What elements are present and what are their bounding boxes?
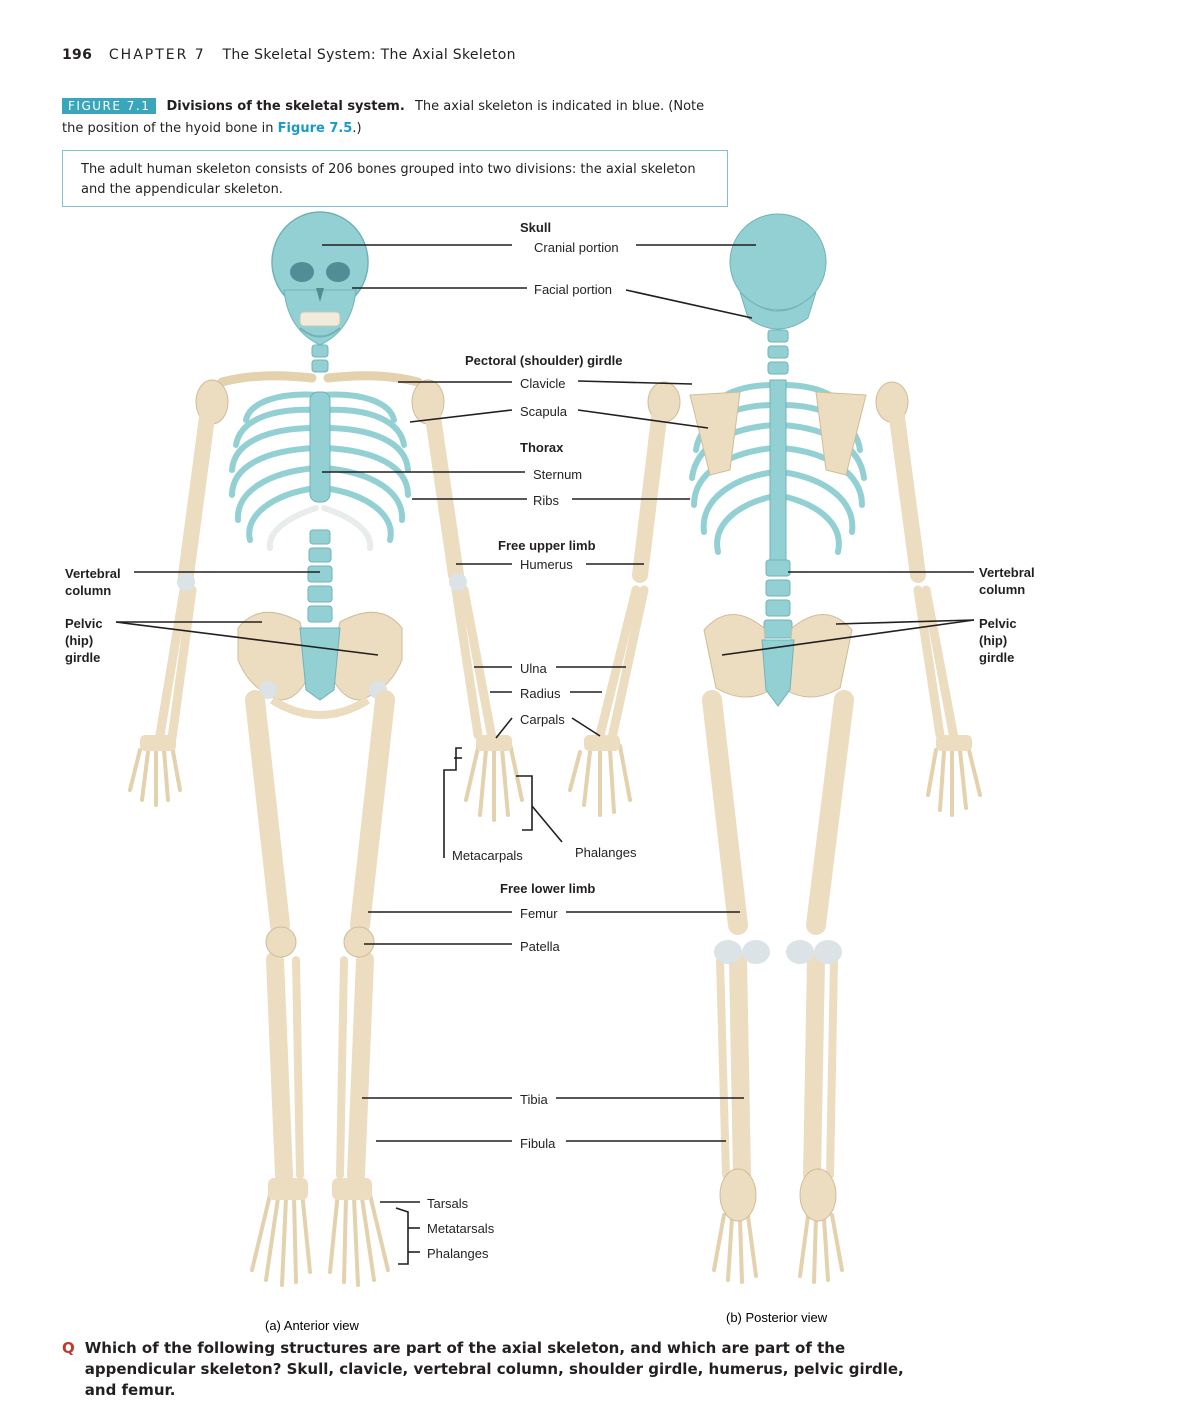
label-free-upper-limb: Free upper limb <box>498 538 596 553</box>
posterior-skull <box>729 213 827 311</box>
posterior-arms <box>595 402 959 743</box>
anterior-vertebral-column <box>307 344 333 623</box>
running-head: 196 CHAPTER 7 The Skeletal System: The A… <box>62 47 516 63</box>
summary-text: The adult human skeleton consists of 206… <box>81 162 696 197</box>
label-patella: Patella <box>520 939 561 954</box>
review-question: Q Which of the following structures are p… <box>62 1338 922 1401</box>
label-femur: Femur <box>520 906 558 921</box>
label-vertebral-left-2: column <box>65 583 111 598</box>
label-clavicle: Clavicle <box>520 376 566 391</box>
figure-caption: FIGURE 7.1 Divisions of the skeletal sys… <box>62 95 722 140</box>
label-thorax: Thorax <box>520 440 564 455</box>
label-vertebral-right-1: Vertebral <box>979 565 1035 580</box>
label-scapula: Scapula <box>520 404 568 419</box>
figure-title: Divisions of the skeletal system. <box>166 99 405 114</box>
label-pelvic-right-2: (hip) <box>979 633 1007 648</box>
posterior-vertebral-column <box>763 329 793 639</box>
label-sternum: Sternum <box>533 467 582 482</box>
figure-caption-text: The axial skeleton is indicated in blue.… <box>62 99 705 136</box>
figure-tag: FIGURE 7.1 <box>62 98 157 114</box>
label-tibia: Tibia <box>520 1092 548 1107</box>
label-pectoral-girdle: Pectoral (shoulder) girdle <box>465 353 622 368</box>
chapter-title: The Skeletal System: The Axial Skeleton <box>222 47 516 63</box>
label-fibula: Fibula <box>520 1136 556 1151</box>
anterior-clavicle-left <box>217 371 317 387</box>
anterior-hands <box>128 742 524 822</box>
question-marker: Q <box>62 1339 75 1357</box>
label-metatarsals: Metatarsals <box>427 1221 495 1236</box>
label-carpals: Carpals <box>520 712 565 727</box>
label-humerus: Humerus <box>520 557 573 572</box>
posterior-scapula-right <box>815 391 867 476</box>
label-phalanges-hand: Phalanges <box>575 845 637 860</box>
label-pelvic-left-1: Pelvic <box>65 616 103 631</box>
label-phalanges-foot: Phalanges <box>427 1246 489 1261</box>
leader-lines <box>115 244 975 1265</box>
posterior-scapula-left <box>689 391 741 476</box>
anterior-skull <box>271 211 369 346</box>
posterior-feet <box>712 1213 844 1284</box>
caption-anterior-view: (a) Anterior view <box>265 1318 360 1333</box>
label-ulna: Ulna <box>520 661 548 676</box>
label-vertebral-left-1: Vertebral <box>65 566 121 581</box>
label-facial-portion: Facial portion <box>534 282 612 297</box>
anterior-skeleton <box>128 211 524 1287</box>
anterior-rib-cage <box>229 391 411 551</box>
anterior-sternum <box>309 391 331 503</box>
label-pelvic-left-3: girdle <box>65 650 100 665</box>
label-free-lower-limb: Free lower limb <box>500 881 595 896</box>
label-pelvic-right-1: Pelvic <box>979 616 1017 631</box>
posterior-hands <box>568 744 982 817</box>
label-metacarpals: Metacarpals <box>452 848 523 863</box>
label-radius: Radius <box>520 686 561 701</box>
posterior-legs <box>702 690 854 1184</box>
figure-labels: Skull Cranial portion Facial portion Pec… <box>65 220 1035 1333</box>
label-ribs: Ribs <box>533 493 560 508</box>
page-number: 196 <box>62 47 93 63</box>
label-tarsals: Tarsals <box>427 1196 469 1211</box>
label-cranial-portion: Cranial portion <box>534 240 619 255</box>
chapter-label: CHAPTER 7 <box>108 47 206 63</box>
posterior-pelvis <box>703 614 853 707</box>
anterior-clavicle-right <box>323 371 423 387</box>
label-skull: Skull <box>520 220 551 235</box>
label-pelvic-right-3: girdle <box>979 650 1014 665</box>
posterior-skeleton <box>568 213 982 1284</box>
question-text: Which of the following structures are pa… <box>84 1339 904 1399</box>
figure-link[interactable]: Figure 7.5 <box>277 121 353 136</box>
label-vertebral-right-2: column <box>979 582 1025 597</box>
anterior-arms <box>155 402 497 743</box>
anterior-pelvis <box>237 611 403 719</box>
anterior-feet <box>250 1190 390 1287</box>
anterior-legs <box>245 690 395 1184</box>
summary-box: The adult human skeleton consists of 206… <box>62 150 728 207</box>
caption-posterior-view: (b) Posterior view <box>726 1310 828 1325</box>
label-pelvic-left-2: (hip) <box>65 633 93 648</box>
figure-caption-end: .) <box>352 121 362 136</box>
